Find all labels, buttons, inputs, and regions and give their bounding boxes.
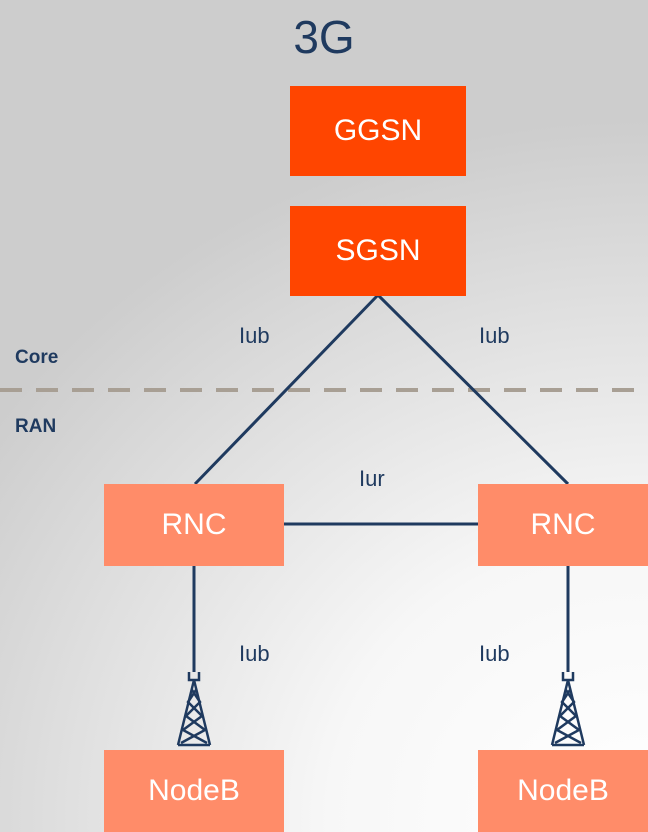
link-sgsn-rnc-right <box>376 293 570 486</box>
ggsn-node: GGSN <box>290 86 466 176</box>
antenna-tower-left-icon <box>176 672 212 747</box>
zone-label-core: Core <box>15 347 59 368</box>
antenna-tower-right-icon <box>550 672 586 747</box>
nodeb-node-left: NodeB <box>104 750 284 832</box>
interface-label-iub-left: Iub <box>239 323 270 348</box>
interface-label-iub-nodeb-left: Iub <box>239 641 270 666</box>
diagram-title: 3G <box>293 11 355 63</box>
rnc-node-left: RNC <box>104 484 284 566</box>
interface-label-iub-right: Iub <box>479 323 510 348</box>
link-sgsn-rnc-left <box>193 293 380 486</box>
interface-label-iur: Iur <box>359 466 385 491</box>
sgsn-node: SGSN <box>290 206 466 296</box>
rnc-node-right: RNC <box>478 484 648 566</box>
zone-label-ran: RAN <box>15 416 57 437</box>
nodeb-node-right: NodeB <box>478 750 648 832</box>
interface-label-iub-nodeb-right: Iub <box>479 641 510 666</box>
